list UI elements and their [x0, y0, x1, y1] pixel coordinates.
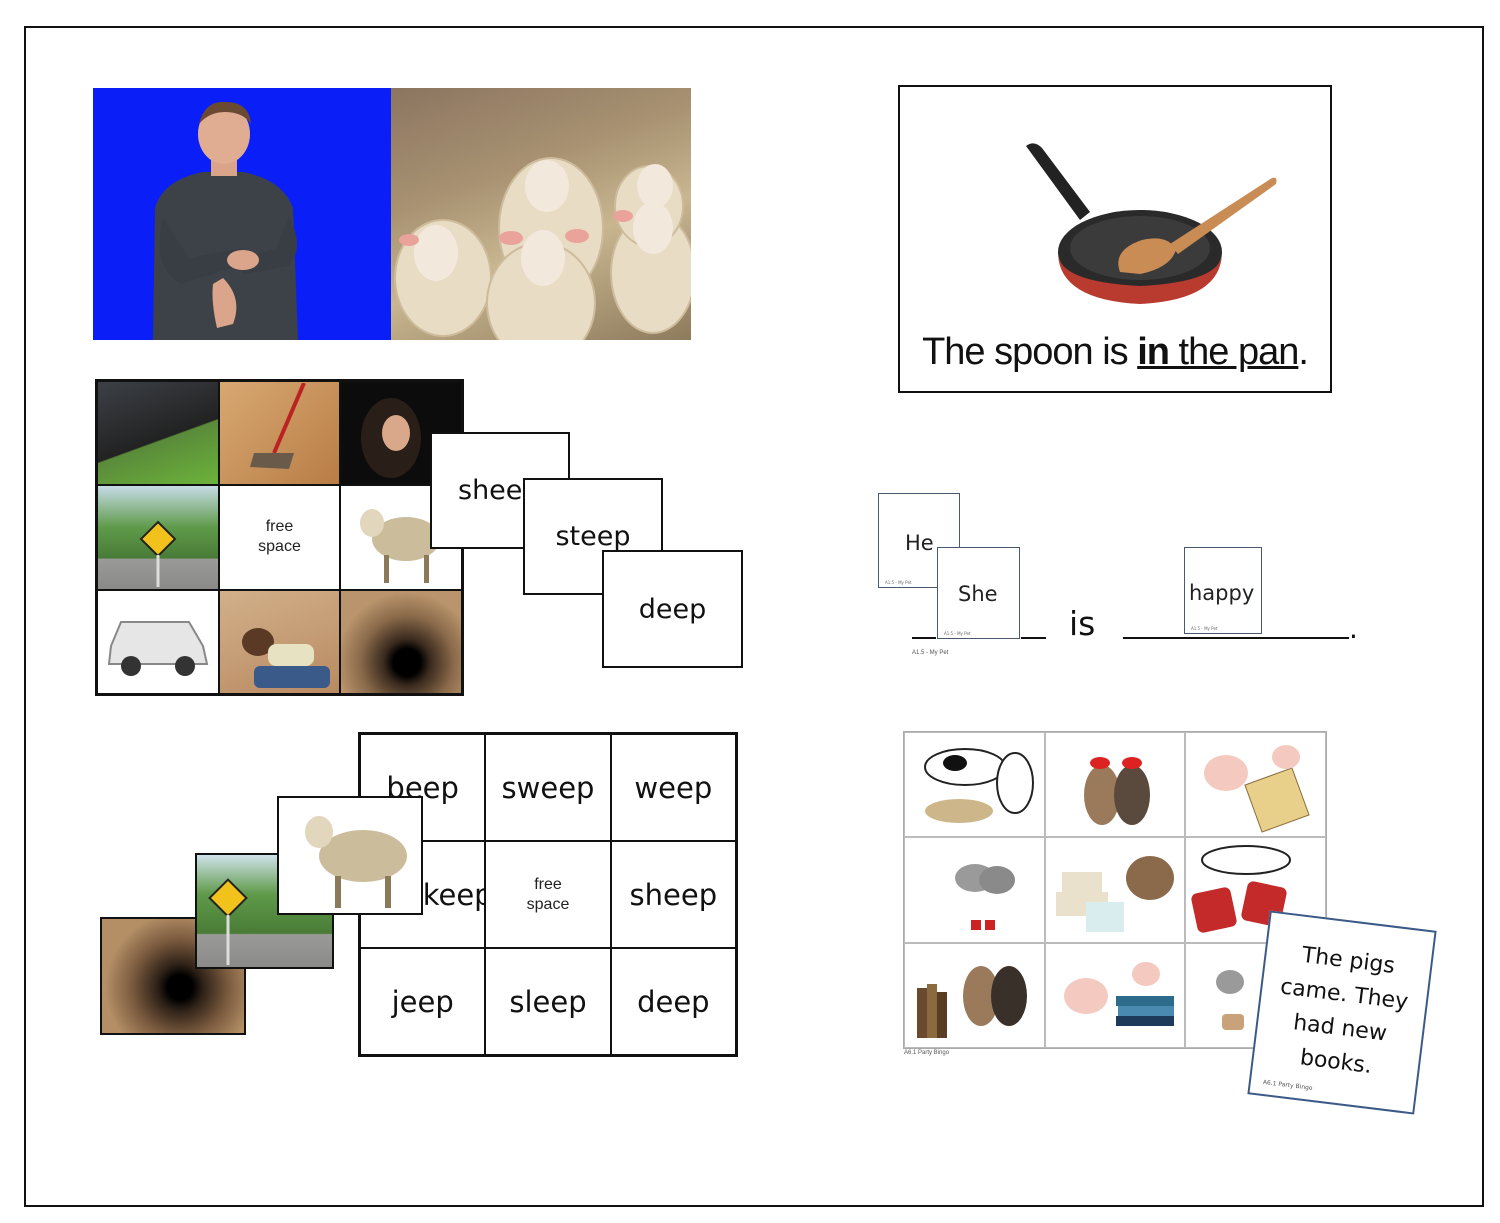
blank-line-left-2 — [1021, 637, 1046, 639]
broom-icon — [250, 383, 307, 470]
bingo-cell-jeep[interactable] — [97, 589, 219, 694]
warning-sign-icon — [208, 878, 248, 965]
sentence-card-pigs[interactable]: The pigs came. They had new books. A6.1 … — [1247, 910, 1437, 1115]
word-label: sheep — [629, 877, 718, 912]
books-icon — [917, 965, 1027, 1038]
page-frame — [24, 26, 1484, 1207]
jeep-icon — [107, 620, 209, 676]
kitten-icon — [1083, 757, 1150, 825]
word-cell-jeep[interactable]: jeep — [360, 948, 486, 1055]
sentence-word-is: is — [1069, 604, 1096, 643]
card-tag: A1.5 - My Pet — [944, 631, 971, 636]
sentence-start: The spoon is — [922, 331, 1138, 373]
pronoun-card-she[interactable]: She A1.5 - My Pet — [937, 547, 1020, 639]
sentence-period: . — [1298, 331, 1309, 373]
bingo-cell-sheep[interactable] — [340, 485, 462, 590]
card-tag: A1.5 - My Pet — [1191, 626, 1218, 631]
pig-books-icon — [1063, 961, 1174, 1026]
picture-card-sheep[interactable] — [277, 796, 423, 915]
card-she-label: She — [958, 582, 998, 606]
sheep-flock-icon — [394, 157, 691, 340]
sleeping-boy-icon — [242, 627, 331, 688]
word-label: jeep — [391, 984, 454, 1019]
sentence-card-tag: A6.1 Party Bingo — [1262, 1078, 1313, 1092]
warning-sign-icon — [139, 521, 177, 588]
word-bingo-free-space[interactable]: free space — [485, 841, 611, 948]
card-happy-label: happy — [1189, 581, 1255, 605]
party-cell-books-kittens[interactable] — [904, 942, 1045, 1048]
spoon-sentence: The spoon is in the pan. — [900, 331, 1330, 374]
sentence-card-text: The pigs came. They had new books. — [1252, 935, 1431, 1090]
party-cell-pigs-games[interactable] — [1185, 732, 1326, 838]
free-label-2: space — [526, 895, 570, 913]
word-label: deep — [637, 984, 710, 1019]
card-he-label: He — [905, 531, 934, 555]
word-card-label: deep — [638, 593, 707, 625]
bingo-cell-broom[interactable] — [218, 381, 341, 486]
party-bingo-label: A6.1 Party Bingo — [904, 1050, 950, 1056]
cow-icon — [924, 748, 1034, 823]
frame-tag: A1.5 - My Pet — [912, 650, 949, 656]
sentence-end: the pan — [1169, 331, 1300, 373]
cake-icon — [1055, 856, 1174, 933]
word-card-label: steep — [555, 521, 631, 552]
blank-line-right — [1123, 637, 1349, 639]
bingo-cell-sleeping-boy[interactable] — [218, 589, 341, 694]
party-bingo-board — [903, 731, 1327, 1049]
free-label-1: free — [534, 875, 562, 893]
word-cell-weep[interactable]: weep — [610, 734, 736, 841]
adjective-card-happy[interactable]: happy A1.5 - My Pet — [1184, 547, 1262, 634]
free-label-1: free — [265, 518, 294, 536]
sentence-preposition: in — [1137, 331, 1170, 373]
sheep-icon — [305, 816, 407, 908]
party-cell-kittens[interactable] — [1044, 732, 1186, 838]
word-cell-sleep[interactable]: sleep — [485, 948, 611, 1055]
party-cell-cows-dice[interactable] — [1185, 837, 1326, 943]
sheep-icon — [360, 509, 441, 584]
sheep-photo — [391, 88, 691, 340]
picture-bingo-board: free space — [95, 379, 464, 696]
mouse-icon — [1216, 969, 1245, 1030]
free-label-2: space — [258, 538, 301, 556]
bingo-cell-well[interactable] — [340, 589, 462, 694]
signer-person-icon — [153, 101, 298, 340]
spoon-in-pan-card: The spoon is in the pan. — [898, 85, 1332, 393]
sign-language-video — [93, 88, 391, 340]
word-label: weep — [634, 770, 713, 805]
word-card-deep[interactable]: deep — [602, 550, 743, 668]
word-cell-sheep[interactable]: sheep — [610, 841, 736, 948]
card-tag: A1.5 - My Pet — [885, 580, 912, 585]
word-cell-sweep[interactable]: sweep — [485, 734, 611, 841]
pig-icon — [1204, 745, 1311, 833]
party-cell-cows-hats[interactable] — [904, 732, 1045, 838]
party-cell-cakes-cats[interactable] — [1044, 837, 1186, 943]
mouse-icon — [955, 864, 1015, 931]
crying-girl-icon — [361, 398, 422, 479]
bingo-free-space[interactable]: free space — [218, 485, 341, 590]
pan-and-spoon-icon — [1026, 143, 1277, 304]
party-cell-pigs-books[interactable] — [1044, 942, 1186, 1048]
bingo-cell-steering-wheel[interactable] — [97, 381, 219, 486]
word-label: sweep — [501, 770, 595, 805]
party-cell-mice-dice[interactable] — [904, 837, 1045, 943]
word-cell-deep[interactable]: deep — [610, 948, 736, 1055]
word-label: sleep — [509, 984, 587, 1019]
bingo-cell-road-sign[interactable] — [97, 485, 219, 590]
word-label: keep — [422, 877, 485, 912]
sentence-frame-period: . — [1349, 612, 1358, 645]
blank-line-left — [912, 637, 936, 639]
